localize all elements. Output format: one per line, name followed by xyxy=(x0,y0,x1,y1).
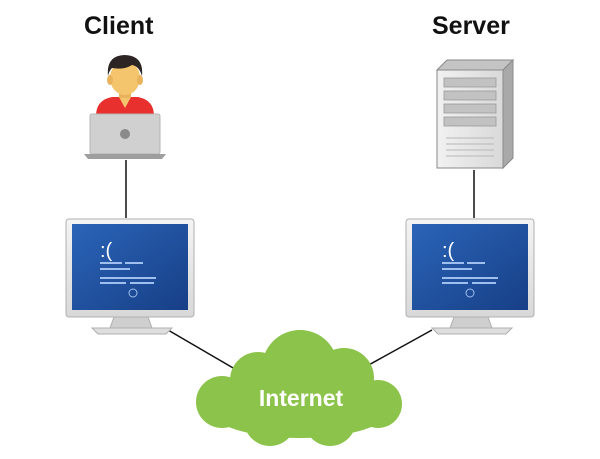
server-screen-face: :( xyxy=(442,240,455,262)
client-internet-line xyxy=(167,329,241,373)
internet-label: Internet xyxy=(258,385,344,411)
server-label: Server xyxy=(432,12,510,40)
client-monitor-icon: :( xyxy=(65,218,195,335)
internet-cloud-icon xyxy=(196,330,402,446)
client-screen-face: :( xyxy=(100,240,113,262)
client-user-icon xyxy=(84,55,166,159)
server-tower-icon xyxy=(435,58,515,170)
server-monitor-icon: :( xyxy=(405,218,535,335)
client-label: Client xyxy=(84,12,154,40)
